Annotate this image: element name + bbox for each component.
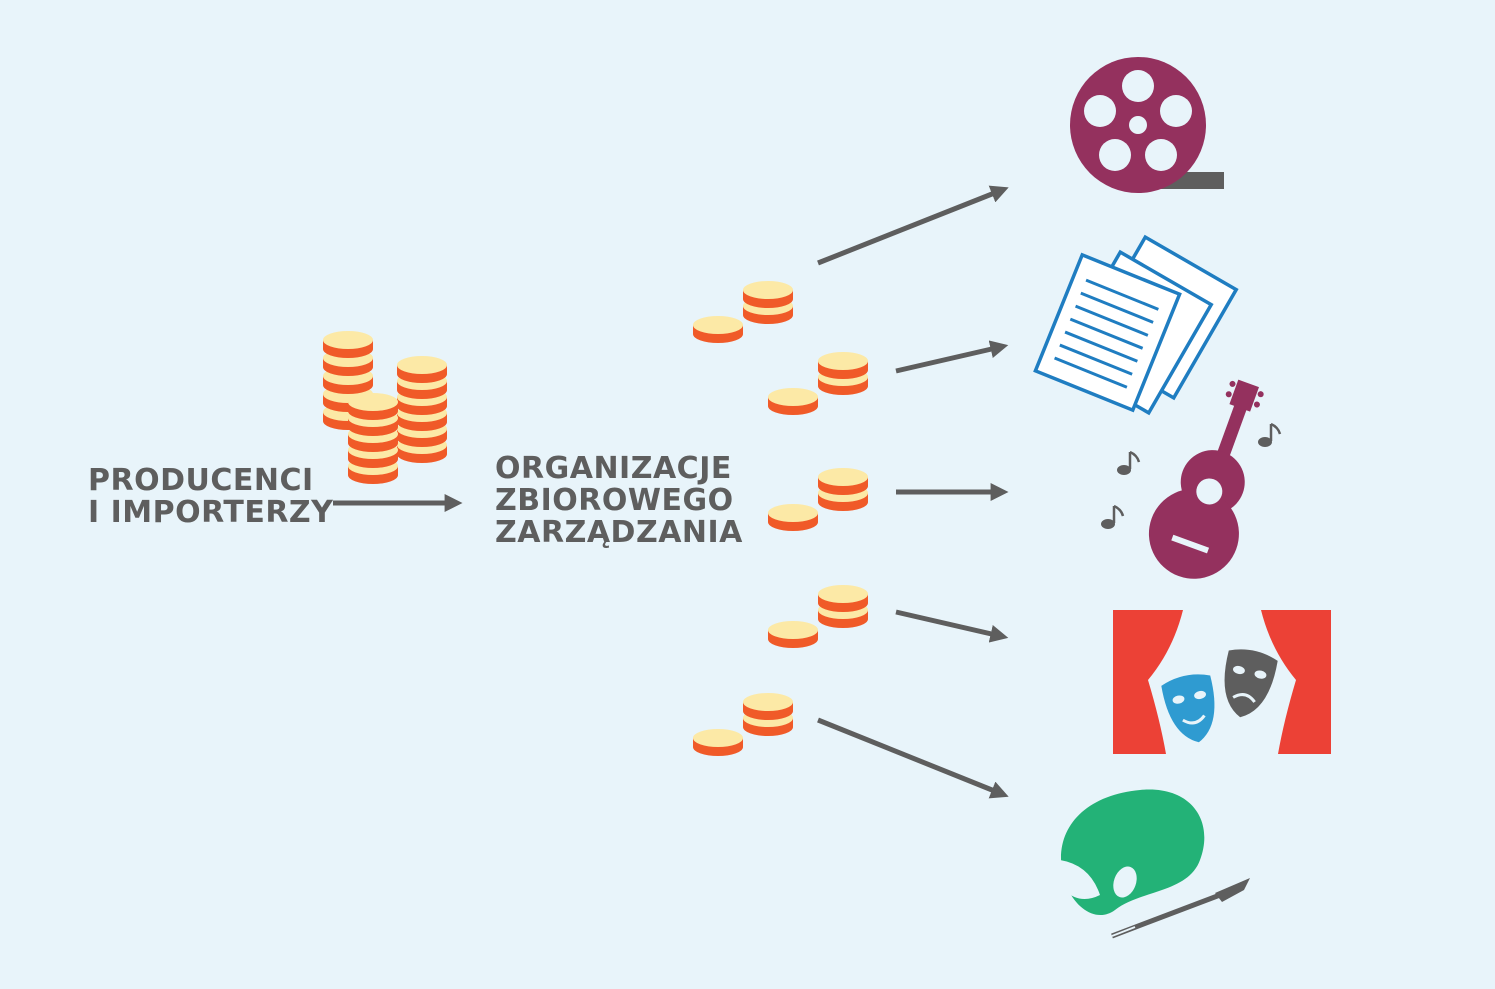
- coin-group-2: [768, 352, 868, 415]
- art-palette-icon: [1060, 789, 1250, 939]
- distribution-arrows: [817, 185, 1009, 799]
- coin-group-1: [693, 281, 793, 343]
- arrow-to-film: [817, 185, 1009, 266]
- theatre-masks-icon: [1113, 610, 1331, 754]
- producers-label-line-1: PRODUCENCI: [88, 463, 314, 498]
- coin-stacks-large: [323, 331, 447, 484]
- coin-group-3: [768, 468, 868, 531]
- coin-group-4: [768, 585, 868, 648]
- organizations-label-line-3: ZARZĄDZANIA: [495, 515, 743, 550]
- documents-icon: [1033, 234, 1239, 416]
- producers-label: PRODUCENCI I IMPORTERZY: [88, 465, 333, 529]
- organizations-label-line-1: ORGANIZACJE: [495, 451, 732, 486]
- guitar-music-icon: [1101, 379, 1282, 579]
- film-reel-icon: [1070, 57, 1224, 193]
- arrow-to-literature: [895, 340, 1009, 374]
- coin-group-5: [693, 693, 793, 756]
- arrow-to-theatre: [895, 609, 1009, 643]
- organizations-label-line-2: ZBIOROWEGO: [495, 483, 734, 518]
- arrow-to-visual-arts: [817, 717, 1009, 799]
- producers-label-line-2: I IMPORTERZY: [88, 495, 334, 530]
- organizations-label: ORGANIZACJE ZBIOROWEGO ZARZĄDZANIA: [495, 453, 743, 549]
